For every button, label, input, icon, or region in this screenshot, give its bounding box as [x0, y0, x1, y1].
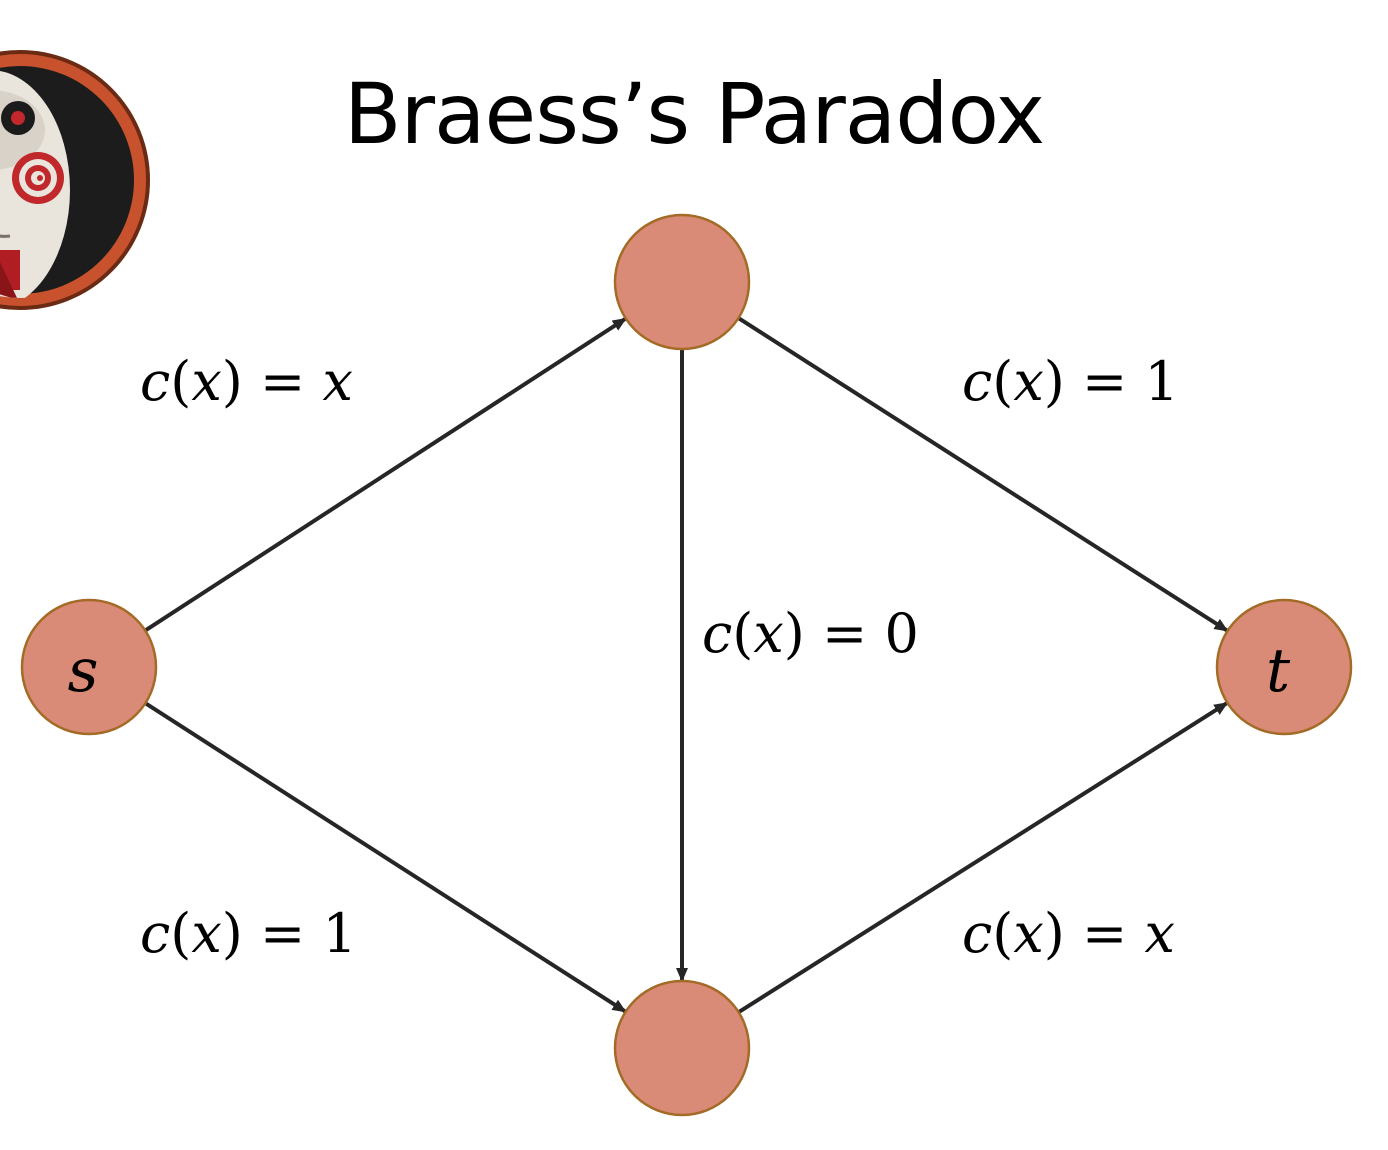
node-s-label: s — [68, 636, 99, 706]
edge-bottom-t-cost-label: c(x) = x — [962, 902, 1175, 965]
edge-s-bottom-cost-label: c(x) = 1 — [140, 902, 357, 965]
node-t-label: t — [1266, 636, 1291, 706]
node-bottom-circle — [613, 979, 751, 1117]
node-s-circle — [20, 598, 158, 736]
slide-title: Braess’s Paradox — [343, 65, 1045, 163]
edge-top-t-arrow — [737, 316, 1229, 633]
edge-top-bottom-cost-label: c(x) = 0 — [702, 602, 919, 665]
edge-s-bottom-arrow — [144, 701, 627, 1013]
jigsaw-puppet-logo-icon — [0, 50, 150, 310]
node-t-circle — [1215, 598, 1353, 736]
node-top — [613, 213, 751, 351]
edge-s-top-cost-label: c(x) = x — [140, 350, 353, 413]
edge-bottom-t-arrow — [737, 701, 1229, 1014]
node-bottom — [613, 979, 751, 1117]
node-s: s — [20, 598, 158, 736]
node-t: t — [1215, 598, 1353, 736]
edge-s-top-arrow — [144, 317, 627, 633]
node-top-circle — [613, 213, 751, 351]
edge-top-t-cost-label: c(x) = 1 — [962, 350, 1179, 413]
